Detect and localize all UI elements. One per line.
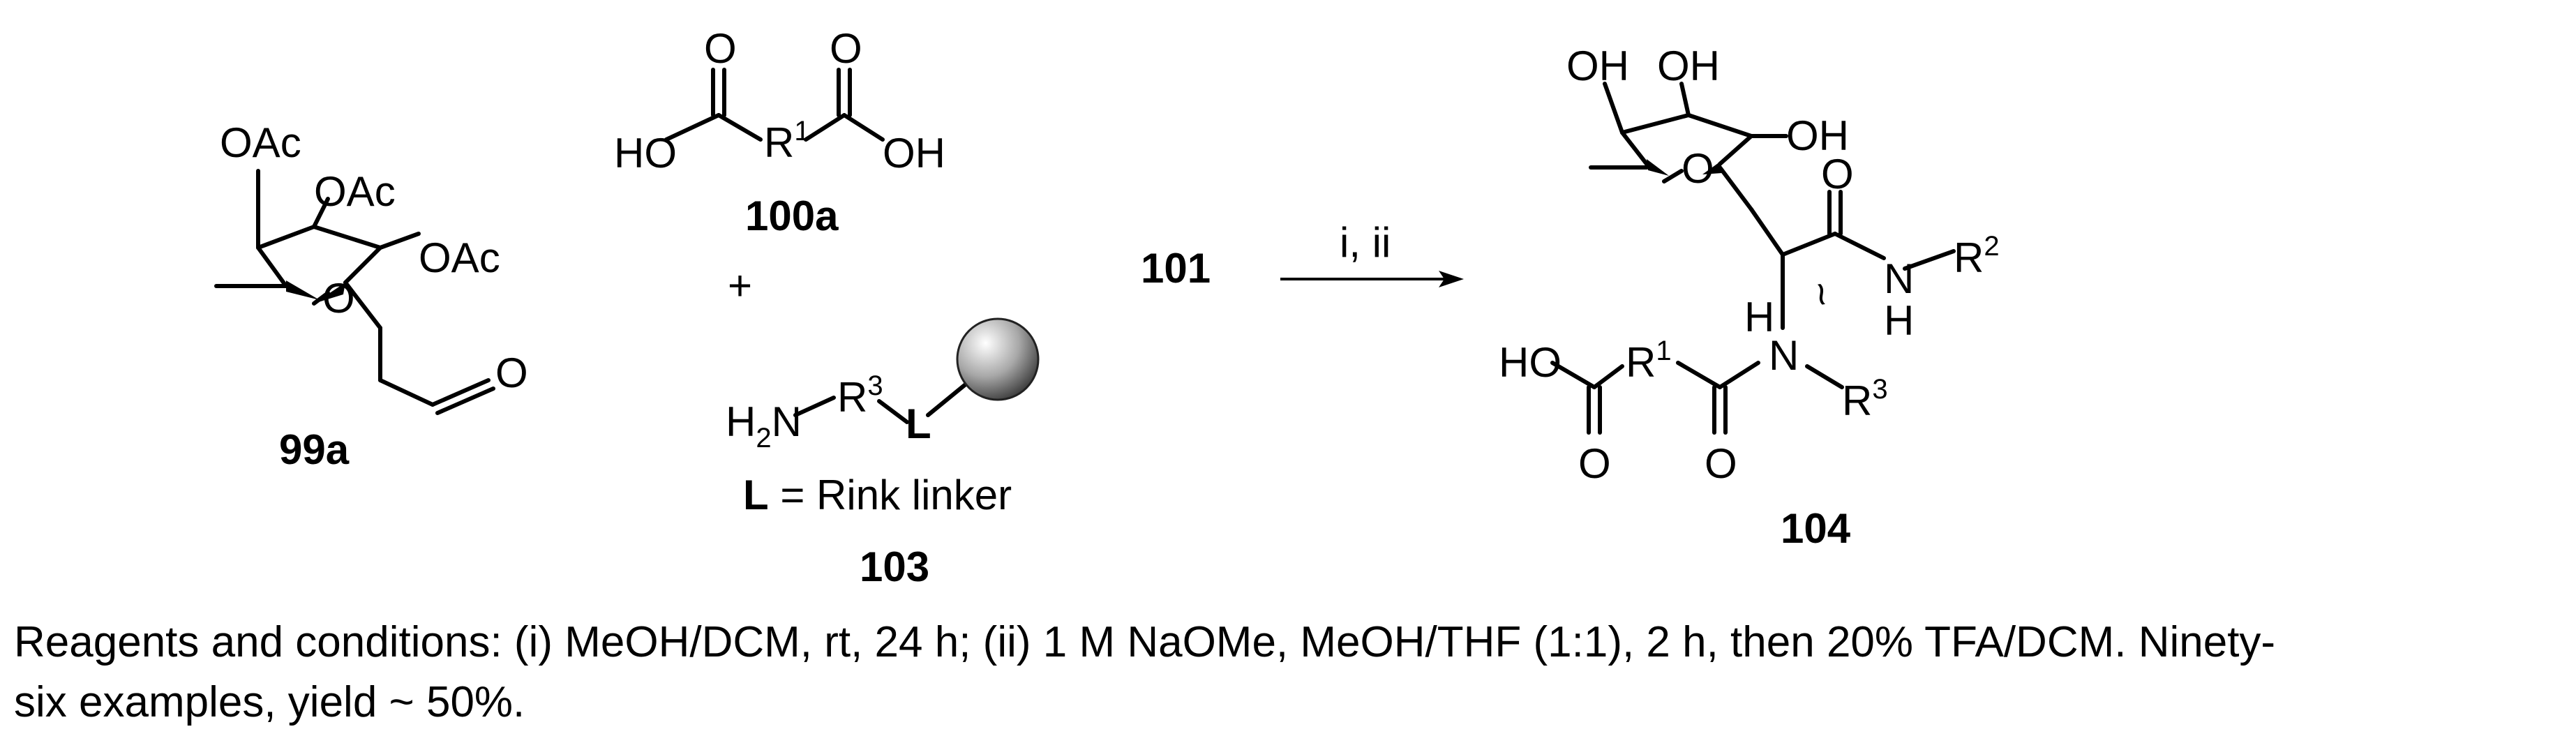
oac-label-3: OAc — [419, 234, 500, 281]
r1-label-104: R1 — [1626, 336, 1672, 386]
r3-label-104: R3 — [1842, 374, 1888, 424]
compound-100a-structure — [664, 68, 885, 142]
linker-l-label: L — [906, 400, 931, 447]
r1-label-100a: R1 — [764, 116, 810, 166]
compound-104-structure — [1550, 82, 1956, 435]
amide-hydrogen: H — [1884, 297, 1914, 344]
r2-label-104: R2 — [1954, 231, 2000, 281]
hydroxyl-100a-left: HO — [614, 130, 677, 177]
compound-103-structure — [793, 382, 968, 424]
compound-label-104: 104 — [1781, 505, 1851, 552]
hydroxyl-acid-104: HO — [1499, 339, 1562, 386]
compound-label-103: 103 — [860, 543, 929, 590]
amide-oxygen-top: O — [1821, 151, 1854, 197]
ring-oxygen-104: O — [1682, 145, 1714, 192]
resin-bead-icon — [956, 317, 1040, 401]
hydroxyl-104-1: OH — [1566, 43, 1629, 89]
amine-label: H2N — [726, 398, 802, 453]
r3-label-103: R3 — [837, 370, 883, 421]
reagents-caption: Reagents and conditions: (i) MeOH/DCM, r… — [14, 613, 2561, 733]
hydroxyl-104-2: OH — [1657, 43, 1720, 89]
alpha-hydrogen: H — [1744, 294, 1774, 340]
oac-label-2: OAc — [314, 168, 396, 215]
carbonyl-oxygen-100a-2: O — [830, 25, 862, 72]
tertiary-amide-nitrogen: N — [1769, 332, 1799, 379]
carbonyl-oxygen-100a-1: O — [704, 25, 737, 72]
oac-label-1: OAc — [220, 119, 301, 166]
hydroxyl-100a-right: OH — [883, 130, 945, 177]
ring-oxygen-99a: O — [322, 275, 355, 322]
acid-carbonyl-oxygen: O — [1578, 440, 1611, 487]
caption-line-1: Reagents and conditions: (i) MeOH/DCM, r… — [14, 618, 2276, 666]
hydroxyl-104-3: OH — [1786, 112, 1849, 159]
compound-label-100a: 100a — [745, 193, 839, 239]
compound-label-101: 101 — [1141, 245, 1211, 292]
plus-sign: + — [728, 262, 752, 309]
amide-nitrogen-top: N — [1884, 255, 1914, 302]
compound-99a-structure — [214, 169, 495, 415]
stereo-wavy-mark: ~ — [1797, 278, 1847, 310]
compound-label-99a: 99a — [279, 426, 350, 473]
aldehyde-oxygen: O — [495, 350, 528, 396]
rink-linker-note: L = Rink linker — [743, 472, 1012, 518]
arrow-head-icon — [1439, 271, 1464, 287]
reaction-conditions-label: i, ii — [1340, 219, 1391, 266]
caption-line-2: six examples, yield ~ 50%. — [14, 678, 525, 726]
amide-oxygen-bottom: O — [1705, 440, 1737, 487]
